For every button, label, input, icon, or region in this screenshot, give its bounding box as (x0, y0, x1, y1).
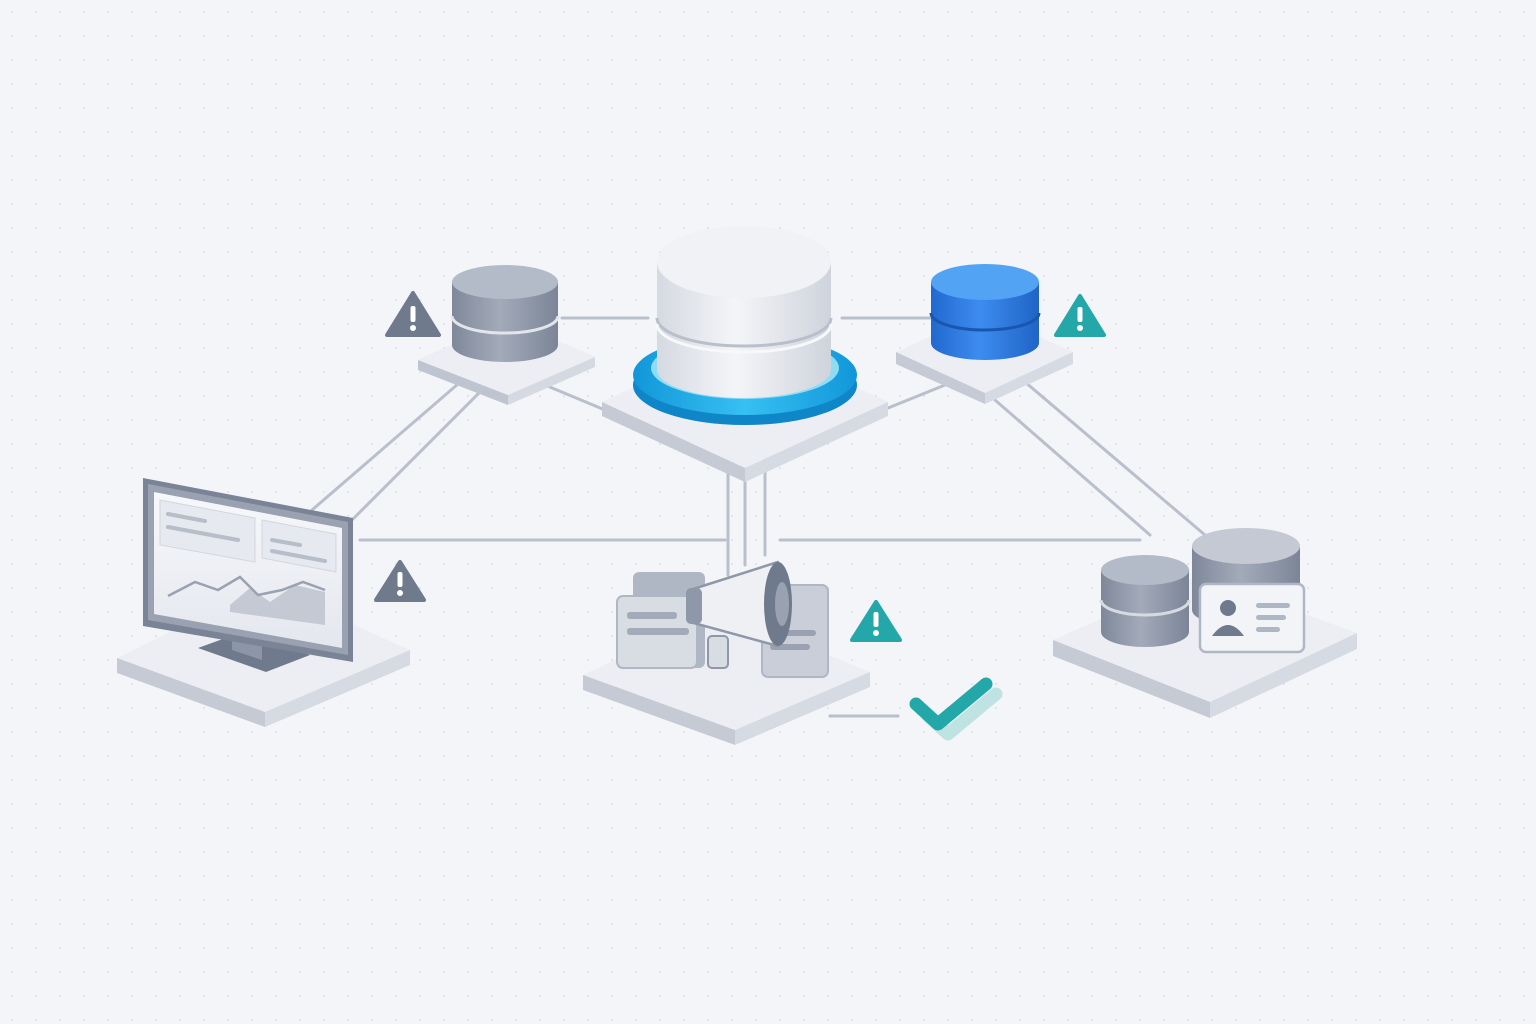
warning-icon (1054, 294, 1106, 337)
gray-database[interactable] (450, 265, 560, 362)
warning-icon (385, 291, 441, 337)
connector-central-to-blue-db-2 (886, 383, 947, 410)
check-icon (909, 677, 1003, 741)
warning-icon (850, 600, 902, 642)
database-icon (1099, 555, 1191, 647)
connector-gray-db-to-central-2 (543, 383, 607, 412)
warning-icon (374, 560, 426, 602)
connectors (310, 316, 1207, 718)
monitor-icon (143, 478, 353, 672)
megaphone-icon (686, 560, 792, 669)
database-icon (655, 226, 833, 398)
marketing-campaigns[interactable] (616, 560, 829, 678)
customer-records[interactable] (1099, 528, 1306, 654)
central-database[interactable] (633, 226, 857, 425)
database-icon (929, 264, 1041, 360)
connector-gray-db-to-monitor-2 (348, 370, 502, 524)
connector-blue-db-to-records-2 (993, 398, 1152, 537)
dashboard-monitor[interactable] (143, 478, 353, 672)
connector-blue-db-to-records (1003, 363, 1207, 537)
platform-marketing-campaigns (583, 610, 870, 745)
database-icon (450, 265, 560, 362)
connector-gray-db-to-monitor (310, 363, 482, 512)
blue-database[interactable] (929, 264, 1041, 360)
contact-card-icon (1198, 582, 1306, 654)
